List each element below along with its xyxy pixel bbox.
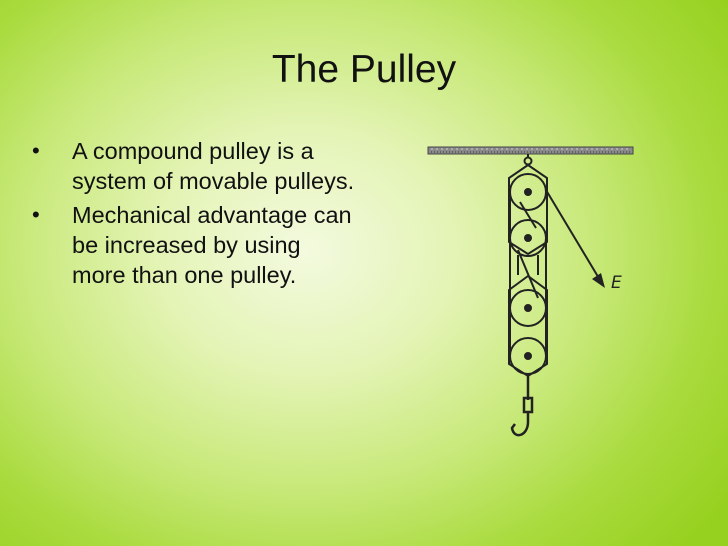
- upper-pulley-block: [508, 163, 548, 257]
- bullet-list: • A compound pulley is a system of movab…: [30, 136, 360, 294]
- effort-label: E: [611, 273, 622, 293]
- lower-pulley-block: [508, 274, 548, 378]
- bullet-icon: •: [32, 138, 40, 163]
- bullet-icon: •: [32, 202, 40, 227]
- top-hanger: [523, 154, 533, 166]
- compound-pulley-diagram: E: [427, 146, 634, 437]
- slide-title: The Pulley: [271, 48, 457, 91]
- bullet-text: Mechanical advantage can be increased by…: [72, 202, 352, 288]
- effort-rope: [545, 189, 605, 288]
- pulley-ropes: [509, 192, 547, 356]
- ceiling-beam: [427, 146, 634, 155]
- load-hook-icon: [510, 376, 534, 437]
- bullet-item-mechanical-advantage: • Mechanical advantage can be increased …: [30, 200, 360, 290]
- bullet-text: A compound pulley is a system of movable…: [72, 138, 355, 194]
- bullet-item-compound-pulley: • A compound pulley is a system of movab…: [30, 136, 360, 196]
